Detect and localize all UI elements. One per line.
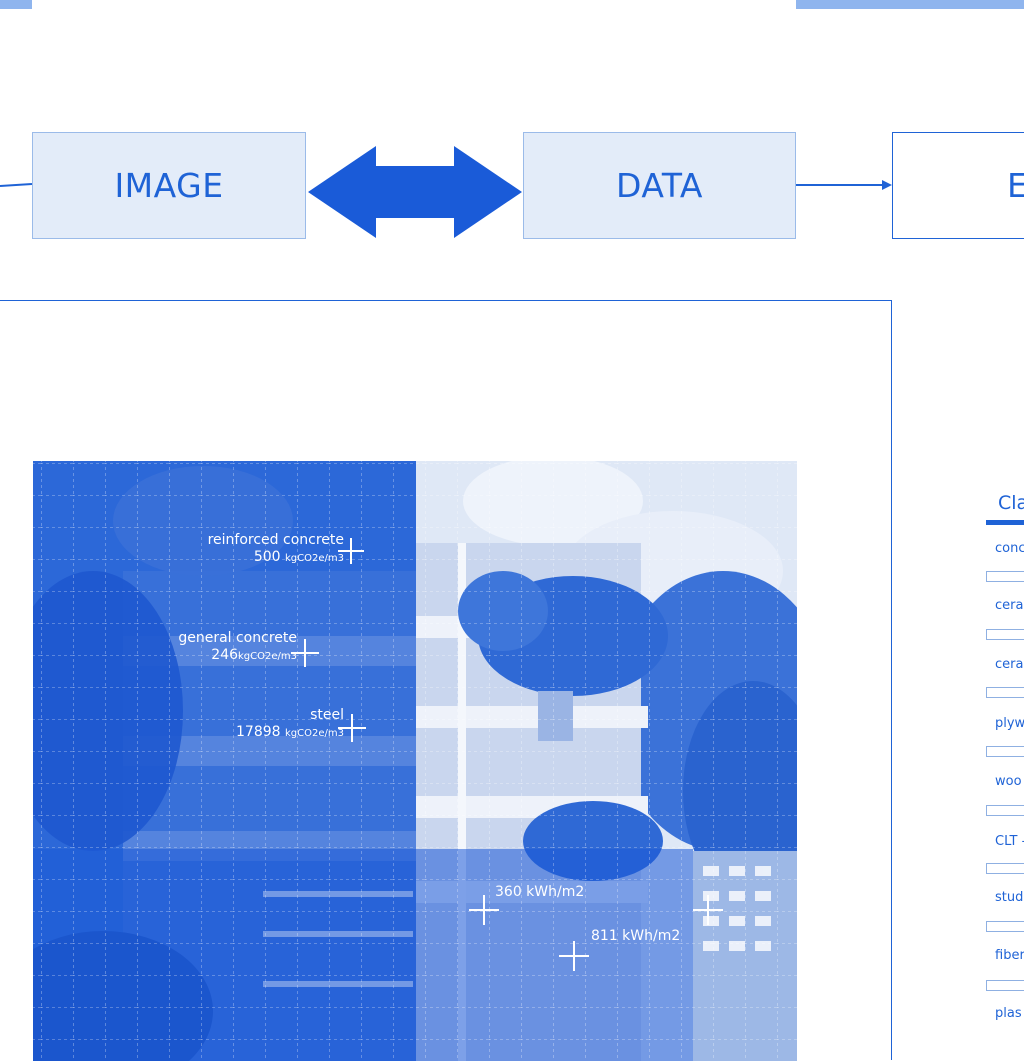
annotation-value: 17898 xyxy=(236,724,281,740)
material-item-bar xyxy=(986,863,1024,874)
material-item-label: CLT - xyxy=(995,834,1024,849)
top-strip-right xyxy=(796,0,1024,9)
content-panel xyxy=(0,300,892,1060)
classification-panel: Cla conc cera cera plyw woo CLT - stud f… xyxy=(986,480,1024,1040)
energy-label-2: 811 kWh/m2 xyxy=(591,928,680,945)
material-item-bar xyxy=(986,571,1024,582)
top-strip-middle xyxy=(32,0,796,9)
annotation-general-concrete: general concrete 246kgCO2e/m3 xyxy=(178,630,297,665)
annotation-label: general concrete xyxy=(178,630,297,646)
material-item-label: conc xyxy=(995,541,1024,556)
material-item-label: cera xyxy=(995,657,1024,672)
annotation-unit: kgCO2e/m3 xyxy=(285,728,344,739)
material-item-label: woo xyxy=(995,774,1022,789)
material-item-label: fiber xyxy=(995,948,1024,963)
double-arrow xyxy=(308,146,522,238)
energy-label-1: 360 kWh/m2 xyxy=(495,884,584,901)
material-item-bar xyxy=(986,805,1024,816)
material-item-label: stud xyxy=(995,890,1024,905)
arrow-head-icon xyxy=(882,180,892,190)
flow-box-data: DATA xyxy=(523,132,796,239)
material-item-bar xyxy=(986,746,1024,757)
material-item-bar xyxy=(986,687,1024,698)
building-photo: reinforced concrete 500 kgCO2e/m3 genera… xyxy=(33,461,797,1061)
flow-box-third: E xyxy=(892,132,1024,239)
annotation-unit: kgCO2e/m3 xyxy=(285,553,344,564)
flow-box-third-label: E xyxy=(1007,166,1024,205)
annotation-label: steel xyxy=(310,707,344,723)
classification-title: Cla xyxy=(998,492,1024,514)
flow-box-image: IMAGE xyxy=(32,132,306,239)
flow-connectors xyxy=(0,146,892,238)
flow-box-data-label: DATA xyxy=(615,166,703,205)
material-item-label: plyw xyxy=(995,716,1024,731)
annotation-steel: steel 17898 kgCO2e/m3 xyxy=(236,707,344,742)
material-item-bar xyxy=(986,629,1024,640)
material-item-label: plas xyxy=(995,1006,1022,1021)
annotation-value: 500 xyxy=(253,549,281,565)
material-item-bar xyxy=(986,921,1024,932)
top-strip-left xyxy=(0,0,32,9)
flow-box-image-label: IMAGE xyxy=(114,166,224,205)
annotation-value: 246 xyxy=(211,647,239,663)
classification-title-underline xyxy=(986,520,1024,525)
energy-value: 811 kWh/m2 xyxy=(591,928,681,944)
material-item-label: cera xyxy=(995,598,1024,613)
annotation-unit: kgCO2e/m3 xyxy=(238,651,297,662)
annotation-label: reinforced concrete xyxy=(207,532,344,548)
incoming-line xyxy=(0,183,33,187)
annotation-reinforced-concrete: reinforced concrete 500 kgCO2e/m3 xyxy=(208,532,344,567)
material-item-bar xyxy=(986,980,1024,991)
building-illustration xyxy=(33,461,797,1061)
energy-value: 360 kWh/m2 xyxy=(495,884,585,900)
